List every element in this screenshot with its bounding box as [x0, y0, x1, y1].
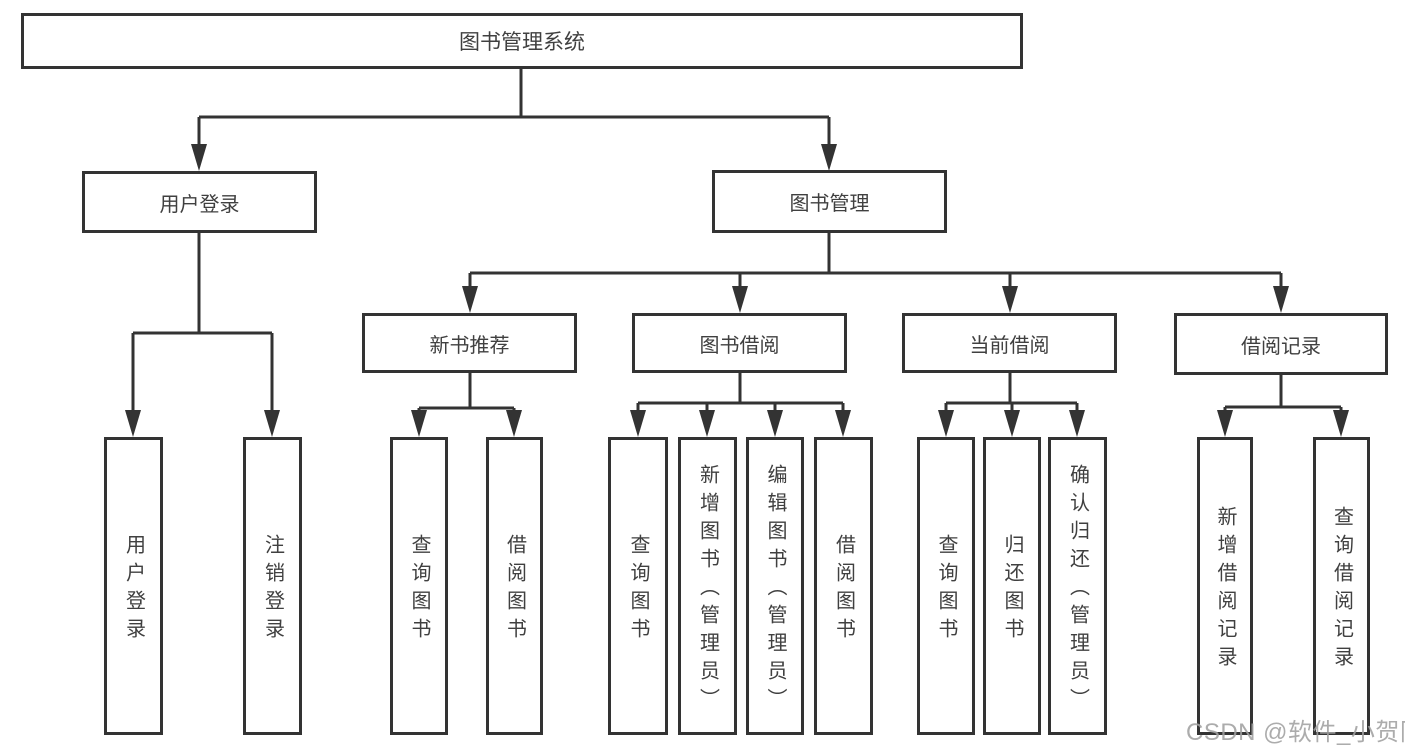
- node-new-book-recommendation: 新书推荐: [362, 313, 577, 373]
- node-label: 借阅图书: [832, 534, 855, 646]
- node-label: 注销登录: [261, 534, 284, 646]
- leaf-confirm-return-admin: 确认归还（管理员）: [1048, 437, 1107, 735]
- leaf-user-login: 用户登录: [104, 437, 163, 735]
- node-library-system: 图书管理系统: [21, 13, 1023, 69]
- arrowhead-icon: [630, 410, 646, 437]
- arrowhead-icon: [821, 144, 837, 171]
- arrowhead-icon: [1273, 286, 1289, 313]
- node-label: 借阅图书: [503, 534, 526, 646]
- node-current-borrowing: 当前借阅: [902, 313, 1117, 373]
- arrowhead-icon: [191, 144, 207, 171]
- node-label: 查询借阅记录: [1330, 506, 1353, 674]
- node-label: 查询图书: [627, 534, 649, 646]
- arrowhead-icon: [699, 410, 715, 437]
- arrowhead-icon: [506, 410, 522, 437]
- node-label: 归还图书: [1001, 534, 1023, 646]
- arrowhead-icon: [1217, 410, 1233, 437]
- node-borrowing-records: 借阅记录: [1174, 313, 1388, 375]
- node-label: 用户登录: [122, 534, 145, 646]
- node-label: 新书推荐: [429, 334, 510, 357]
- leaf-add-borrow-record: 新增借阅记录: [1197, 437, 1253, 735]
- node-label: 图书借阅: [699, 334, 780, 357]
- connector-borrowrecord-to-leaves: [1223, 375, 1343, 412]
- leaf-borrow-books: 借阅图书: [486, 437, 543, 735]
- leaf-query-books: 查询图书: [390, 437, 448, 735]
- node-label: 新增借阅记录: [1214, 506, 1236, 674]
- arrowhead-icon: [462, 286, 478, 313]
- node-label: 当前借阅: [969, 334, 1050, 357]
- arrowhead-icon: [1004, 410, 1020, 437]
- arrowhead-icon: [1333, 410, 1349, 437]
- node-label: 用户登录: [159, 193, 240, 216]
- node-label: 图书管理系统: [459, 31, 585, 54]
- arrowhead-icon: [1002, 286, 1018, 313]
- arrowhead-icon: [938, 410, 954, 437]
- node-label: 编辑图书（管理员）: [764, 464, 786, 716]
- connector-currentborrow-to-leaves: [944, 373, 1079, 412]
- leaf-logout: 注销登录: [243, 437, 302, 735]
- arrowhead-icon: [264, 410, 280, 437]
- node-book-borrowing: 图书借阅: [632, 313, 847, 373]
- leaf-return-books: 归还图书: [983, 437, 1041, 735]
- node-label: 新增图书（管理员）: [696, 464, 719, 716]
- node-label: 借阅记录: [1241, 335, 1321, 358]
- leaf-query-books: 查询图书: [608, 437, 668, 735]
- node-label: 图书管理: [789, 193, 870, 215]
- leaf-add-book-admin: 新增图书（管理员）: [678, 437, 737, 735]
- leaf-query-books: 查询图书: [917, 437, 975, 735]
- connector-userlogin-to-leaves: [131, 233, 274, 412]
- watermark: CSDN @软件_小贺同学: [1186, 719, 1405, 746]
- connector-bookborrow-to-leaves: [636, 373, 845, 412]
- connector-newbook-to-leaves: [417, 373, 516, 412]
- connector-root-to-level2: [197, 69, 831, 146]
- arrowhead-icon: [732, 286, 748, 313]
- node-book-management: 图书管理: [712, 170, 947, 233]
- arrowhead-icon: [835, 410, 851, 437]
- arrowhead-icon: [1069, 410, 1085, 437]
- leaf-edit-book-admin: 编辑图书（管理员）: [746, 437, 804, 735]
- leaf-borrow-books: 借阅图书: [814, 437, 873, 735]
- node-label: 查询图书: [408, 534, 430, 646]
- arrowhead-icon: [125, 410, 141, 437]
- arrowhead-icon: [767, 410, 783, 437]
- arrowhead-icon: [411, 410, 427, 437]
- connector-bookmgmt-to-level3: [468, 233, 1283, 288]
- node-label: 查询图书: [935, 534, 957, 646]
- leaf-query-borrow-record: 查询借阅记录: [1313, 437, 1370, 735]
- node-user-login: 用户登录: [82, 171, 317, 233]
- node-label: 确认归还（管理员）: [1066, 464, 1089, 716]
